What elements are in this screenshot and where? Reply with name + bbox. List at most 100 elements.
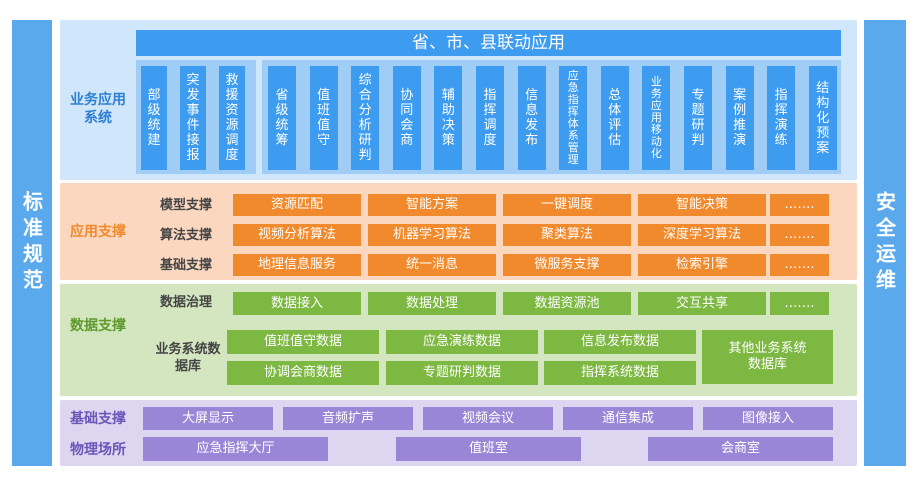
infra-item-r2-0: 应急指挥大厅 xyxy=(143,437,328,461)
business-module-11-text: 案例推演 xyxy=(733,88,747,148)
business-module-6: 信息发布 xyxy=(517,66,546,170)
data-governance-label-text: 数据治理 xyxy=(159,294,212,310)
business-module-9-text: 业务应用移动化 xyxy=(650,75,662,160)
infra-item-r2-2-text: 会商室 xyxy=(720,441,760,456)
db-item-r2-2: 指挥系统数据 xyxy=(544,361,696,385)
infra-base-label: 基础支撑 xyxy=(62,409,134,429)
support-item-2-0-text: 地理信息服务 xyxy=(257,257,336,272)
support-item-0-3: 智能决策 xyxy=(638,194,766,216)
infra-item-r2-1: 值班室 xyxy=(396,437,581,461)
support-item-0-4: ……. xyxy=(770,194,829,216)
support-item-0-0-text: 资源匹配 xyxy=(270,197,323,212)
support-item-1-0-text: 视频分析算法 xyxy=(257,227,336,242)
business-module-7-text: 应急指挥体系管理 xyxy=(567,69,579,166)
governance-item-1-text: 数据处理 xyxy=(405,295,458,311)
db-item-r1-1-text: 应急演练数据 xyxy=(422,334,501,349)
support-item-0-0: 资源匹配 xyxy=(233,194,361,216)
support-item-0-4-text: ……. xyxy=(784,197,815,212)
business-module-12: 指挥演练 xyxy=(767,66,796,170)
db-item-r2-1: 专题研判数据 xyxy=(386,361,538,385)
infra-item-r1-0-text: 大屏显示 xyxy=(181,410,234,426)
support-band-label-text: 应用支撑 xyxy=(70,224,126,240)
support-item-2-1-text: 统一消息 xyxy=(405,257,458,272)
infra-base-label-text: 基础支撑 xyxy=(70,410,126,427)
business-module-13-text: 结构化预案 xyxy=(816,80,830,156)
infra-site-label-text: 物理场所 xyxy=(70,441,126,458)
infra-item-r2-0-text: 应急指挥大厅 xyxy=(196,441,275,456)
governance-item-2: 数据资源池 xyxy=(503,292,631,315)
support-item-0-3-text: 智能决策 xyxy=(675,197,728,212)
business-module-2: 综合分析研判 xyxy=(351,66,380,170)
business-app-2-text: 救援资源调度 xyxy=(225,73,239,163)
security-ops-sidebar: 安全运维 xyxy=(864,20,906,466)
data-band-label: 数据支撑 xyxy=(62,316,134,336)
data-band-label-text: 数据支撑 xyxy=(70,318,126,334)
infra-item-r1-3: 通信集成 xyxy=(563,407,693,430)
business-module-4: 辅助决策 xyxy=(434,66,463,170)
business-db-label: 业务系统数据库 xyxy=(148,340,228,376)
business-app-1: 突发事件接报 xyxy=(180,66,206,170)
business-band-label-text: 业务应用系统 xyxy=(70,92,126,126)
business-band-label: 业务应用系统 xyxy=(62,90,134,128)
support-item-1-3: 深度学习算法 xyxy=(638,224,766,246)
support-item-1-1-text: 机器学习算法 xyxy=(392,227,471,242)
business-module-9: 业务应用移动化 xyxy=(642,66,671,170)
business-module-10: 专题研判 xyxy=(684,66,712,170)
support-row-label-2-text: 基础支撑 xyxy=(159,257,212,273)
business-app-0: 部级统建 xyxy=(141,66,167,170)
business-module-12-text: 指挥演练 xyxy=(774,88,788,148)
infra-item-r1-1: 音频扩声 xyxy=(283,407,413,430)
db-item-r1-2-text: 信息发布数据 xyxy=(580,334,659,349)
support-item-0-2: 一键调度 xyxy=(503,194,631,216)
governance-item-0: 数据接入 xyxy=(233,292,361,315)
support-row-label-1-text: 算法支撑 xyxy=(159,227,212,243)
governance-item-4: ……. xyxy=(770,292,829,315)
governance-item-4-text: ……. xyxy=(784,295,815,311)
db-item-r1-0-text: 值班值守数据 xyxy=(263,334,342,349)
business-module-8-text: 总体评估 xyxy=(608,88,622,148)
infra-item-r2-1-text: 值班室 xyxy=(468,441,508,456)
support-row-label-1: 算法支撑 xyxy=(148,224,224,246)
db-item-r2-1-text: 专题研判数据 xyxy=(422,365,501,380)
other-business-db-text: 其他业务系统数据库 xyxy=(728,341,807,372)
linkage-header: 省、市、县联动应用 xyxy=(136,30,841,56)
business-db-label-text: 业务系统数据库 xyxy=(155,342,221,374)
support-item-1-4: ……. xyxy=(770,224,829,246)
other-business-db: 其他业务系统数据库 xyxy=(702,330,833,384)
data-governance-label: 数据治理 xyxy=(148,293,224,311)
support-item-1-0: 视频分析算法 xyxy=(233,224,361,246)
business-app-1-text: 突发事件接报 xyxy=(186,73,200,163)
support-item-1-3-text: 深度学习算法 xyxy=(662,227,741,242)
support-item-2-2: 微服务支撑 xyxy=(503,254,631,276)
standards-sidebar-label: 标准规范 xyxy=(19,191,44,295)
support-row-label-2: 基础支撑 xyxy=(148,254,224,276)
support-item-2-3: 检索引擎 xyxy=(638,254,766,276)
infra-item-r1-4: 图像接入 xyxy=(703,407,833,430)
infra-item-r1-3-text: 通信集成 xyxy=(601,410,654,426)
business-module-5-text: 指挥调度 xyxy=(483,88,497,148)
db-item-r2-0-text: 协调会商数据 xyxy=(263,365,342,380)
business-module-11: 案例推演 xyxy=(725,66,754,170)
support-item-1-4-text: ……. xyxy=(784,227,815,242)
governance-item-0-text: 数据接入 xyxy=(270,295,323,311)
business-module-4-text: 辅助决策 xyxy=(441,88,455,148)
support-item-2-4: ……. xyxy=(770,254,829,276)
db-item-r1-1: 应急演练数据 xyxy=(386,330,538,354)
governance-item-2-text: 数据资源池 xyxy=(534,295,600,311)
business-module-0: 省级统筹 xyxy=(268,66,296,170)
infra-item-r1-2-text: 视频会议 xyxy=(461,410,514,426)
business-module-5: 指挥调度 xyxy=(476,66,504,170)
business-app-2: 救援资源调度 xyxy=(219,66,245,170)
db-item-r2-0: 协调会商数据 xyxy=(227,361,379,385)
security-ops-sidebar-label: 安全运维 xyxy=(872,191,897,295)
support-item-0-1: 智能方案 xyxy=(368,194,496,216)
infra-item-r1-2: 视频会议 xyxy=(423,407,553,430)
support-item-2-4-text: ……. xyxy=(784,257,815,272)
linkage-header-text: 省、市、县联动应用 xyxy=(412,33,565,53)
business-module-13: 结构化预案 xyxy=(808,66,837,170)
business-module-10-text: 专题研判 xyxy=(691,88,705,148)
governance-item-3-text: 交互共享 xyxy=(675,295,728,311)
support-item-1-2-text: 聚类算法 xyxy=(540,227,593,242)
support-item-1-1: 机器学习算法 xyxy=(368,224,496,246)
infra-item-r1-1-text: 音频扩声 xyxy=(321,410,374,426)
